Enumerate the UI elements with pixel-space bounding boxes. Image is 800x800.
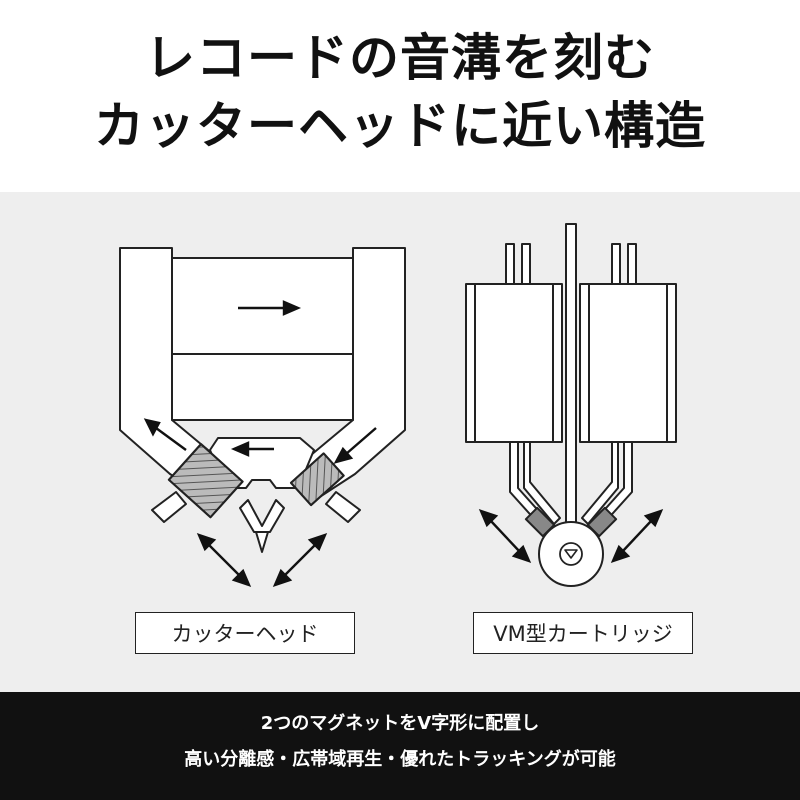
cutter-right-clip bbox=[325, 491, 361, 523]
vm-left-pole-outer bbox=[505, 243, 515, 285]
diagram-panel bbox=[0, 192, 800, 692]
diagram-svg bbox=[119, 223, 677, 587]
cutter-middle-block bbox=[171, 353, 354, 421]
header: レコードの音溝を刻む カッターヘッドに近い構造 bbox=[0, 0, 800, 192]
double-arrow-icon bbox=[272, 533, 328, 587]
footer-line-2: 高い分離感・広帯域再生・優れたトラッキングが可能 bbox=[184, 749, 616, 770]
vm-center-rod bbox=[565, 223, 577, 547]
arrow-icon bbox=[143, 418, 187, 451]
footer-line-1: 2つのマグネットをV字形に配置し bbox=[260, 713, 540, 734]
cutter-frame-right-arm bbox=[292, 247, 406, 501]
vm-left-pole-inner bbox=[521, 243, 531, 285]
vm-right-pole-inner bbox=[611, 243, 621, 285]
vm-cartridge-label: VM型カートリッジ bbox=[473, 612, 693, 654]
arrow-icon bbox=[230, 441, 274, 457]
double-arrow-icon bbox=[610, 509, 664, 563]
title-line-2: カッターヘッドに近い構造 bbox=[94, 97, 706, 155]
double-arrow-icon bbox=[478, 509, 532, 563]
footer-banner: 2つのマグネットをV字形に配置し 高い分離感・広帯域再生・優れたトラッキングが可… bbox=[0, 692, 800, 800]
vm-cartridge-diagram bbox=[465, 223, 677, 587]
stylus-tip-icon bbox=[559, 542, 583, 566]
cutter-left-coil bbox=[167, 443, 244, 519]
cutter-stylus bbox=[255, 531, 269, 553]
cutter-head-diagram bbox=[119, 247, 406, 553]
cutter-right-coil bbox=[289, 452, 345, 507]
arrow-icon bbox=[333, 427, 377, 464]
cutter-left-clip bbox=[151, 491, 187, 523]
double-arrow-icon bbox=[196, 533, 252, 587]
cutter-linkage bbox=[239, 499, 285, 533]
vm-left-coil bbox=[465, 283, 563, 443]
vm-right-pole-outer bbox=[627, 243, 637, 285]
vm-right-coil bbox=[579, 283, 677, 443]
cutter-top-bridge bbox=[171, 257, 354, 355]
arrow-icon bbox=[238, 300, 302, 316]
title-line-1: レコードの音溝を刻む bbox=[145, 29, 655, 87]
cutter-head-label: カッターヘッド bbox=[135, 612, 355, 654]
